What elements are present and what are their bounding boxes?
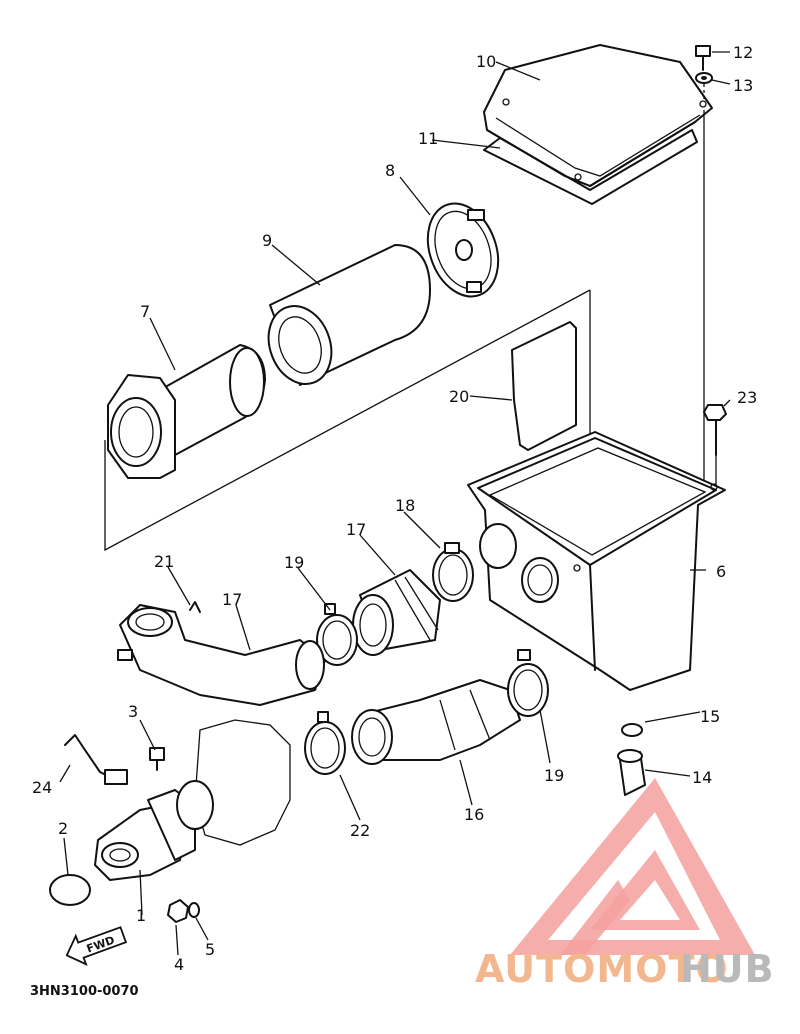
watermark-logo	[510, 778, 755, 955]
callout-9: 9	[262, 231, 272, 250]
callout-1: 1	[136, 906, 146, 925]
part-9-outer-element	[267, 244, 431, 386]
part-19-clamp-lower	[507, 649, 549, 717]
part-3-screw	[149, 747, 165, 771]
callout-3: 3	[128, 702, 138, 721]
part-16-carb-joint	[351, 679, 521, 765]
callout-17: 17	[222, 590, 242, 609]
part-6-air-box	[467, 431, 726, 691]
part-4-nut	[167, 899, 189, 923]
callout-14: 14	[692, 768, 712, 787]
leader-lines	[59, 51, 731, 956]
callout-5: 5	[205, 940, 215, 959]
part-25-hose	[64, 734, 128, 785]
diagram-code: 3HN3100-0070	[30, 984, 139, 999]
part-10-cover	[483, 44, 713, 187]
callout-25: 24	[32, 778, 52, 797]
part-21-plate	[511, 321, 577, 451]
part-18-joint	[352, 569, 441, 656]
part-8-holder-plate	[426, 202, 500, 298]
callout-10: 10	[476, 52, 496, 71]
part-5-washer	[188, 902, 200, 918]
part-17-intake-duct	[117, 604, 326, 706]
fwd-arrow: FWD	[65, 926, 128, 966]
callout-19-lower: 19	[544, 766, 564, 785]
part-24-bolt	[703, 404, 727, 456]
callout-22: 21	[154, 552, 174, 571]
callout-11: 11	[418, 129, 438, 148]
part-2-plate	[49, 874, 91, 906]
watermark-text-automoto: AUTOMOTO	[475, 947, 729, 991]
part-7-inner-element	[107, 344, 266, 479]
callout-6: 6	[716, 562, 726, 581]
part-11-gasket	[483, 129, 698, 205]
callout-23: 22	[350, 821, 370, 840]
part-1-intake-manifold	[94, 780, 214, 881]
part-20-clamp	[316, 603, 358, 666]
callout-15: 15	[700, 707, 720, 726]
part-15-clip	[621, 723, 643, 737]
callout-4: 4	[174, 955, 184, 974]
callout-18: 17	[346, 520, 366, 539]
part-14-cap	[617, 749, 646, 796]
watermark-text-hub: HUB	[680, 947, 775, 991]
callout-12: 12	[733, 43, 753, 62]
callout-7: 7	[140, 302, 150, 321]
part-12-screw	[695, 45, 711, 71]
callout-20: 19	[284, 553, 304, 572]
callout-2: 2	[58, 819, 68, 838]
callout-8: 8	[385, 161, 395, 180]
part-19-clamp-upper	[432, 542, 474, 602]
part-23-clamp	[304, 711, 346, 775]
callout-16: 16	[464, 805, 484, 824]
assembly-frame	[104, 289, 591, 552]
callout-21: 20	[449, 387, 469, 406]
callout-19-upper: 18	[395, 496, 415, 515]
engine-outline	[194, 719, 291, 846]
callout-13: 13	[733, 76, 753, 95]
part-22-clip	[189, 601, 201, 613]
callout-24: 23	[737, 388, 757, 407]
